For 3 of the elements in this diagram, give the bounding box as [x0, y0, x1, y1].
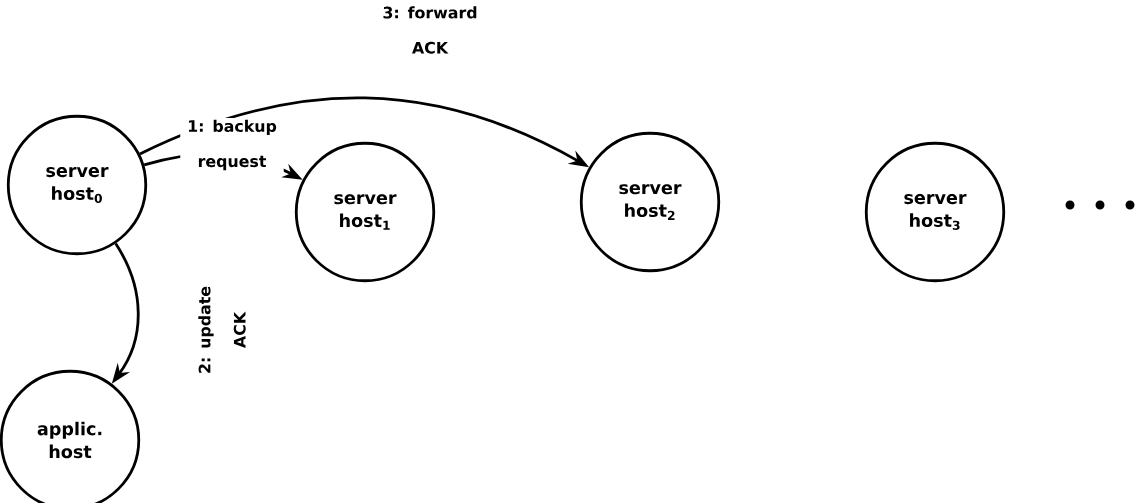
edge-label: 2: update ACK	[196, 278, 248, 382]
edge-label: 3: forward ACK	[373, 4, 487, 56]
edge-label: 1: backup request	[180, 118, 284, 172]
